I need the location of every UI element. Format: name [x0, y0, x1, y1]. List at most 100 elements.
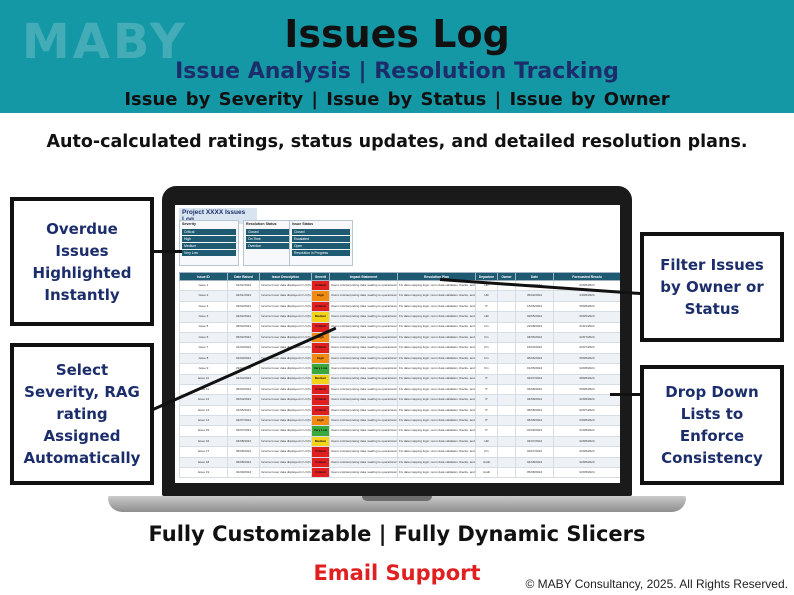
laptop-notch	[362, 496, 432, 501]
table-cell: 02/08/2024	[553, 467, 620, 479]
table-cell: Fix data mapping logic, rerun data valid…	[397, 394, 476, 406]
slicer-item[interactable]: Escalated	[292, 236, 350, 242]
table-cell: IT	[475, 373, 498, 385]
callout-line-dropdown	[610, 393, 642, 396]
copyright-notice: © MABY Consultancy, 2025. All Rights Res…	[525, 577, 788, 591]
callout-filter-issues: Filter Issues by Owner or Status	[640, 232, 784, 342]
table-cell	[497, 383, 516, 396]
table-cell: Fix data mapping logic, rerun data valid…	[397, 404, 476, 417]
severity-cell[interactable]: Critical	[311, 404, 330, 417]
severity-cell[interactable]: Critical	[311, 342, 330, 354]
slicer-item[interactable]: Overdue	[246, 243, 300, 249]
callout-overdue-issues: Overdue Issues Highlighted Instantly	[10, 197, 154, 326]
column-header[interactable]: Date	[515, 272, 554, 281]
table-cell: Incorrect user data displayed in UI (fro…	[259, 467, 312, 479]
table-cell: Incorrect user data displayed in UI (fro…	[259, 456, 312, 469]
table-cell: Incorrect user data displayed in UI (fro…	[259, 415, 312, 427]
slicer-issue-status[interactable]: Issue Status Closed Escalated Open Resol…	[289, 220, 353, 266]
severity-cell[interactable]: Very Low	[311, 425, 330, 437]
column-header[interactable]: Owner	[497, 272, 516, 281]
severity-cell[interactable]: Critical	[311, 300, 330, 313]
column-header[interactable]: Date Raised	[227, 272, 260, 281]
column-header[interactable]: Issue Description	[259, 272, 312, 281]
severity-cell[interactable]: High	[311, 352, 330, 365]
table-cell: 01/08/2024	[553, 425, 620, 437]
column-header[interactable]: Forecasted Resolu	[553, 272, 620, 281]
slicer-item[interactable]: High	[182, 236, 236, 242]
severity-cell[interactable]: Critical	[311, 456, 330, 469]
severity-cell[interactable]: High	[311, 415, 330, 427]
table-cell: Issue 17	[179, 446, 228, 458]
table-cell: Fix data mapping logic, rerun data valid…	[397, 425, 476, 437]
severity-cell[interactable]: Critical	[311, 394, 330, 406]
table-cell: Incorrect user data displayed in UI (fro…	[259, 300, 312, 313]
table-cell: 06/06/2024	[515, 352, 554, 365]
table-cell: 01/05/2024	[227, 404, 260, 417]
table-cell: 05/08/2024	[227, 446, 260, 458]
table-cell: 02/07/2024	[515, 435, 554, 448]
page-subtitle-features: Issue by Severity | Issue by Status | Is…	[124, 89, 670, 110]
table-cell: 04/08/2024	[515, 394, 554, 406]
column-header[interactable]: Severit	[311, 272, 330, 281]
severity-cell[interactable]: Medium	[311, 435, 330, 448]
severity-cell[interactable]: Medium	[311, 311, 330, 323]
table-cell	[497, 300, 516, 313]
slicer-item[interactable]: Critical	[182, 229, 236, 235]
table-cell: IT	[475, 394, 498, 406]
severity-cell[interactable]: Critical	[311, 383, 330, 396]
table-cell: Incorrect user data displayed in UI (fro…	[259, 321, 312, 333]
table-cell: 04/02/2024	[227, 311, 260, 323]
table-cell: Fix data mapping logic, rerun data valid…	[397, 311, 476, 323]
table-cell: Fin	[475, 352, 498, 365]
severity-cell[interactable]: Medium	[311, 373, 330, 385]
table-cell: 06/08/2024	[227, 456, 260, 469]
slicer-item[interactable]: Closed	[292, 229, 350, 235]
table-cell: 02/05/2024	[515, 311, 554, 323]
slicer-item[interactable]: Open	[292, 243, 350, 249]
severity-cell[interactable]: Very Low	[311, 363, 330, 375]
column-header[interactable]: Impact Statement	[329, 272, 398, 281]
slicer-item[interactable]: Resolution in Progress	[292, 250, 350, 256]
severity-cell[interactable]: Critical	[311, 467, 330, 479]
column-header[interactable]: Departme	[475, 272, 498, 281]
table-cell: IT	[475, 425, 498, 437]
table-cell: Issue 1	[179, 279, 228, 292]
table-cell: Fix data mapping logic, rerun data valid…	[397, 290, 476, 302]
table-cell: Incorrect user data displayed in UI (fro…	[259, 290, 312, 302]
table-cell: Users misinterpreting data, leading to o…	[329, 456, 398, 469]
table-cell: Incorrect user data displayed in UI (fro…	[259, 373, 312, 385]
slicer-item[interactable]: On Time	[246, 236, 300, 242]
slicer-item[interactable]: Very Low	[182, 250, 236, 256]
table-cell: 02/08/2024	[553, 456, 620, 469]
table-cell: Fix data mapping logic, rerun data valid…	[397, 415, 476, 427]
table-cell: 04/08/2024	[515, 456, 554, 469]
severity-cell[interactable]: Critical	[311, 279, 330, 292]
slicer-item[interactable]: Closed	[246, 229, 300, 235]
table-cell: Fin	[475, 331, 498, 344]
page-title: Issues Log	[284, 12, 510, 56]
severity-cell[interactable]: Critical	[311, 446, 330, 458]
slicer-item[interactable]: Medium	[182, 243, 236, 249]
severity-cell[interactable]: High	[311, 290, 330, 302]
slicer-severity[interactable]: Severity Critical High Medium Very Low	[179, 220, 239, 266]
table-cell: 01/05/2024	[515, 363, 554, 375]
column-header[interactable]: Issue ID	[179, 272, 228, 281]
